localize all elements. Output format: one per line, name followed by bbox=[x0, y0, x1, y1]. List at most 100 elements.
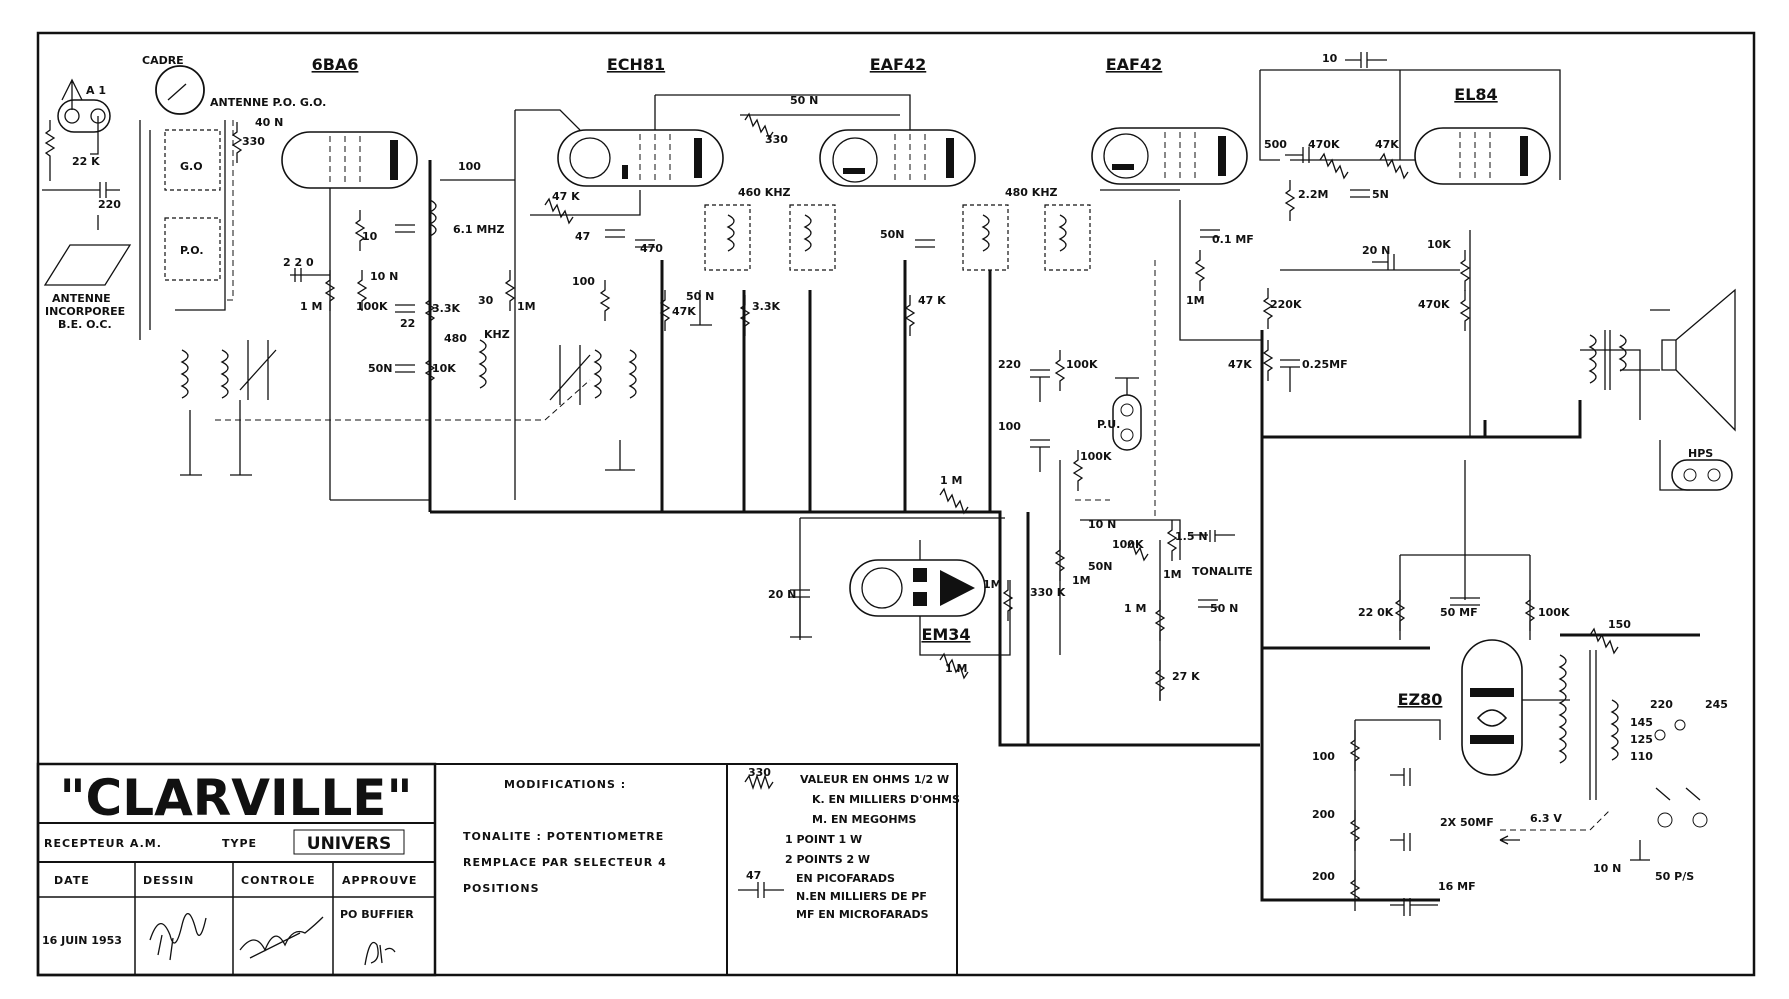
val-r200a: 200 bbox=[1312, 808, 1335, 821]
val-330k: 330 K bbox=[1030, 586, 1066, 599]
modification-line-3: POSITIONS bbox=[463, 882, 540, 895]
val-470: 470 bbox=[640, 242, 663, 255]
a1-label: A 1 bbox=[86, 84, 106, 97]
val-220k: 220K bbox=[1270, 298, 1302, 311]
val-10n-a: 10 N bbox=[370, 270, 398, 283]
controle-header: CONTROLE bbox=[241, 874, 315, 887]
val-460khz: 460 KHZ bbox=[738, 186, 791, 199]
tube-eaf42-1: EAF42 bbox=[819, 55, 976, 187]
val-10a: 10 bbox=[362, 230, 378, 243]
approver-name: PO BUFFIER bbox=[340, 908, 414, 921]
voltage-6v3-label: 6.3 V bbox=[1530, 812, 1562, 825]
tube-6ba6: 6BA6 bbox=[281, 55, 418, 189]
components bbox=[42, 52, 1736, 916]
val-47k-b: 47K bbox=[672, 305, 696, 318]
val-1m-f: 1 M bbox=[1124, 602, 1146, 615]
modifications-title: MODIFICATIONS : bbox=[504, 778, 626, 791]
val-1m-e: 1M bbox=[1163, 568, 1182, 581]
val-50n-d: 50N bbox=[1088, 560, 1113, 573]
val-tap-110: 110 bbox=[1630, 750, 1653, 763]
tube-label-em34: EM34 bbox=[921, 625, 970, 644]
val-40n: 40 N bbox=[255, 116, 283, 129]
legend-line-5: 2 POINTS 2 W bbox=[785, 853, 870, 866]
val-50n-top: 50 N bbox=[790, 94, 818, 107]
tube-ez80: EZ80 bbox=[1398, 639, 1523, 776]
val-47k-e: 47K bbox=[1228, 358, 1252, 371]
val-5n: 5N bbox=[1372, 188, 1389, 201]
tube-label-eaf42-1: EAF42 bbox=[870, 55, 927, 74]
val-20n-a: 20 N bbox=[768, 588, 796, 601]
val-1m-d: 1M bbox=[1072, 574, 1091, 587]
tube-el84: EL84 bbox=[1414, 85, 1551, 185]
tube-label-6ba6: 6BA6 bbox=[312, 55, 359, 74]
val-10n-c: 10 N bbox=[1593, 862, 1621, 875]
date-value: 16 JUIN 1953 bbox=[42, 934, 122, 947]
val-100k-b: 100K bbox=[1066, 358, 1098, 371]
antenne-incorporee-3: B.E. O.C. bbox=[58, 318, 112, 331]
val-27k: 27 K bbox=[1172, 670, 1200, 683]
po-label: P.O. bbox=[180, 244, 204, 257]
val-10k-a: 10K bbox=[432, 362, 456, 375]
val-100: 100 bbox=[458, 160, 481, 173]
legend-cap-3: MF EN MICROFARADS bbox=[796, 908, 929, 921]
val-6.1mhz: 6.1 MHZ bbox=[453, 223, 504, 236]
tube-eaf42-2: EAF42 bbox=[1091, 55, 1248, 185]
val-r100: 100 bbox=[1312, 750, 1335, 763]
legend-line-3: M. EN MEGOHMS bbox=[812, 813, 916, 826]
val-480a: 480 bbox=[444, 332, 467, 345]
antenne-incorporee-1: ANTENNE bbox=[52, 292, 111, 305]
modification-line-1: TONALITE : POTENTIOMETRE bbox=[463, 830, 664, 843]
val-16mf: 16 MF bbox=[1438, 880, 1476, 893]
val-500: 500 bbox=[1264, 138, 1287, 151]
antenne-incorporee-2: INCORPOREE bbox=[45, 305, 125, 318]
val-100k-c: 100K bbox=[1080, 450, 1112, 463]
legend-res-example: 330 bbox=[748, 766, 771, 779]
val-150: 150 bbox=[1608, 618, 1631, 631]
val-1m-g: 1 M bbox=[940, 474, 962, 487]
tube-label-ez80: EZ80 bbox=[1398, 690, 1443, 709]
tonalite-label: TONALITE bbox=[1192, 565, 1253, 578]
val-2.2m: 2.2M bbox=[1298, 188, 1328, 201]
val-2x50mf: 2X 50MF bbox=[1440, 816, 1494, 829]
val-tap-220: 220 bbox=[1650, 698, 1673, 711]
val-30: 30 bbox=[478, 294, 494, 307]
val-100k-e: 100K bbox=[1538, 606, 1570, 619]
val-50n-e: 50 N bbox=[1210, 602, 1238, 615]
legend-cap-2: N.EN MILLIERS DE PF bbox=[796, 890, 927, 903]
brand-title: "CLARVILLE" bbox=[59, 769, 412, 827]
tube-ech81: ECH81 bbox=[557, 55, 724, 187]
val-tap-245: 245 bbox=[1705, 698, 1728, 711]
legend-cap-1: EN PICOFARADS bbox=[796, 872, 895, 885]
val-330a: 330 bbox=[242, 135, 265, 148]
signature-controle bbox=[239, 916, 324, 959]
val-50n-c: 50N bbox=[880, 228, 905, 241]
val-47k-d: 47K bbox=[1375, 138, 1399, 151]
date-header: DATE bbox=[54, 874, 90, 887]
val-470k-a: 470K bbox=[1308, 138, 1340, 151]
cadre-label: CADRE bbox=[142, 54, 184, 67]
tube-label-eaf42-2: EAF42 bbox=[1106, 55, 1163, 74]
val-100b: 100 bbox=[572, 275, 595, 288]
val-50mf: 50 MF bbox=[1440, 606, 1478, 619]
val-50n-a: 50N bbox=[368, 362, 393, 375]
tube-label-ech81: ECH81 bbox=[607, 55, 665, 74]
val-100k-d: 100K bbox=[1112, 538, 1144, 551]
val-47: 47 bbox=[575, 230, 590, 243]
val-220: 220 bbox=[98, 198, 121, 211]
val-10n-b: 10 N bbox=[1088, 518, 1116, 531]
val-1.5n: 1.5 N bbox=[1175, 530, 1208, 543]
val-1m-i: 1 M bbox=[945, 662, 967, 675]
mains-frequency-label: 50 P/S bbox=[1655, 870, 1694, 883]
val-480khz: 480 KHZ bbox=[1005, 186, 1058, 199]
val-r200b: 200 bbox=[1312, 870, 1335, 883]
legend-line-1: VALEUR EN OHMS 1/2 W bbox=[800, 773, 949, 786]
val-3.3k-a: 3.3K bbox=[432, 302, 460, 315]
val-50n-b: 50 N bbox=[686, 290, 714, 303]
val-22k-b: 22 0K bbox=[1358, 606, 1394, 619]
antenne-po-go-label: ANTENNE P.O. G.O. bbox=[210, 96, 326, 109]
val-220c: 220 bbox=[998, 358, 1021, 371]
val-1m-b: 1M bbox=[517, 300, 536, 313]
type-value: UNIVERS bbox=[307, 834, 391, 854]
type-label: TYPE bbox=[222, 837, 257, 850]
